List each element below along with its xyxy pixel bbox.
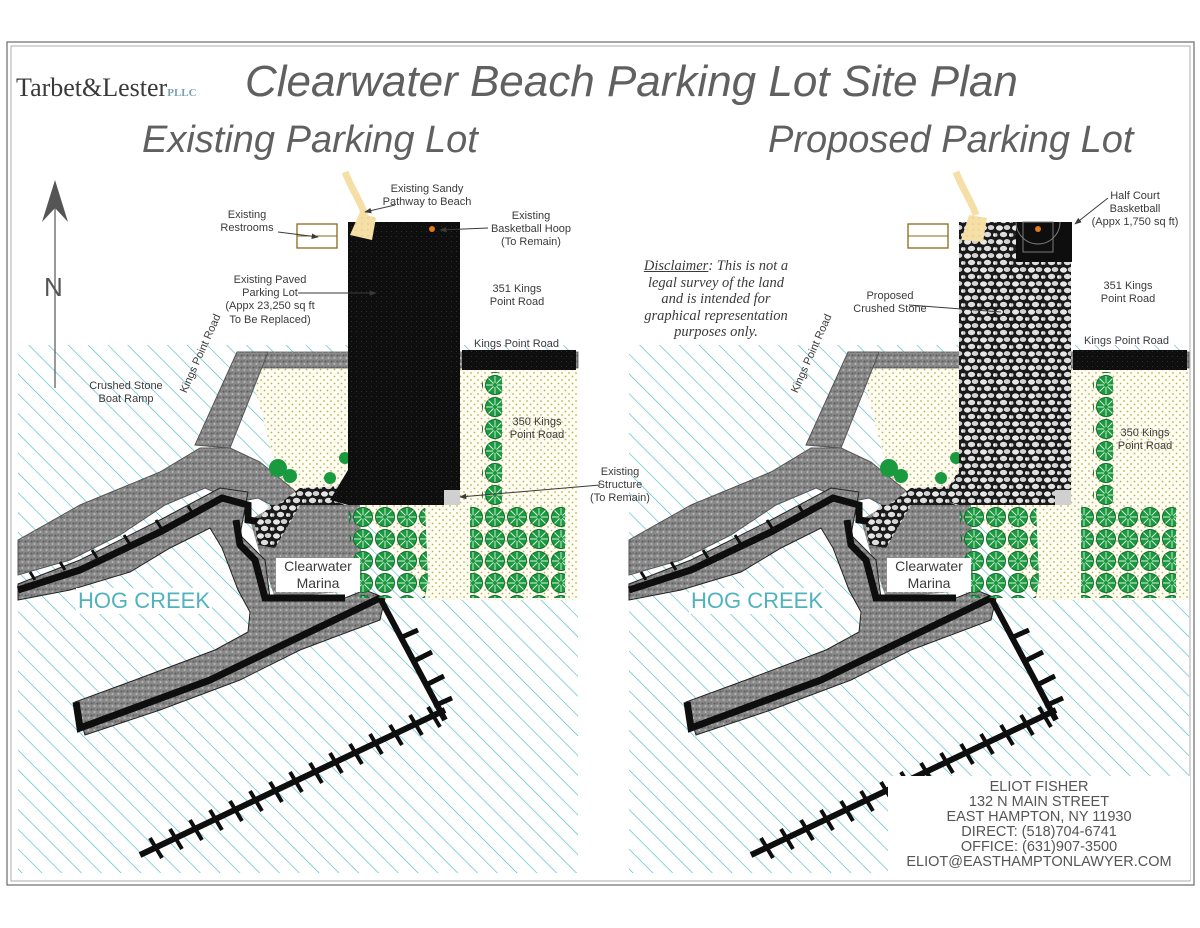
existing-heading: Existing Parking Lot xyxy=(142,119,478,161)
contact-email: ELIOT@EASTHAMPTONLAWYER.COM xyxy=(906,853,1172,870)
contact-office-phone: OFFICE: (631)907-3500 xyxy=(960,838,1118,855)
contact-city: EAST HAMPTON, NY 11930 xyxy=(946,808,1132,825)
contact-name: ELIOT FISHER xyxy=(989,779,1089,795)
boat-ramp-label: Crushed Stone Boat Ramp xyxy=(89,380,163,406)
kings-point-road-label: Kings Point Road xyxy=(474,338,559,350)
firm-logo-suffix: PLLC xyxy=(167,87,197,99)
creek-label: HOG CREEK xyxy=(76,588,213,615)
page-title: Clearwater Beach Parking Lot Site Plan xyxy=(245,57,1018,106)
proposed-kings-point-road-label: Kings Point Road xyxy=(1084,335,1169,347)
sheet-border xyxy=(6,41,1195,886)
structure-leader xyxy=(459,484,601,500)
half-court-label: Half Court Basketball (Appx 1,750 sq ft) xyxy=(1091,190,1179,229)
firm-logo: Tarbet&LesterPLLC xyxy=(16,72,197,103)
sheet-inner-border xyxy=(10,45,1191,882)
marina-label: Clearwater Marina xyxy=(276,558,360,592)
existing-lot-entrance xyxy=(330,470,460,505)
existing-structure-shape xyxy=(444,490,460,505)
sandy-path-leader xyxy=(364,204,396,214)
proposed-crushed-stone-label: Proposed Crushed Stone xyxy=(853,290,927,316)
contact-direct-phone: DIRECT: (518)704-6741 xyxy=(961,823,1117,840)
existing-sand-pile xyxy=(350,212,376,240)
proposed-address-351-label: 351 Kings Point Road xyxy=(1100,280,1156,306)
proposed-creek-label: HOG CREEK xyxy=(689,588,826,615)
disclaimer: Disclaimer: This is not a legal survey o… xyxy=(618,258,814,341)
existing-sandy-pathway xyxy=(341,170,369,217)
address-350-label: 350 Kings Point Road xyxy=(509,416,565,442)
proposed-half-court xyxy=(1016,222,1072,262)
court-leader xyxy=(1074,197,1109,225)
north-arrow-icon xyxy=(42,180,68,222)
proposed-crushed-stone xyxy=(959,222,1071,504)
proposed-marina-label: Clearwater Marina xyxy=(887,558,971,592)
paved-lot-label: Existing Paved Parking Lot (Appx 23,250 … xyxy=(225,274,315,326)
north-label: N xyxy=(44,272,63,302)
existing-paved-lot xyxy=(348,222,460,504)
address-351-label: 351 Kings Point Road xyxy=(489,283,545,309)
contact-street: 132 N MAIN STREET xyxy=(968,793,1110,810)
disclaimer-text: : This is not a legal survey of the land… xyxy=(644,258,789,341)
proposed-address-350-label: 350 Kings Point Road xyxy=(1117,427,1173,453)
structure-label: Existing Structure (To Remain) xyxy=(590,466,650,505)
restrooms-label: Existing Restrooms xyxy=(220,209,274,235)
disclaimer-label: Disclaimer xyxy=(643,258,709,274)
firm-logo-text: Tarbet&Lester xyxy=(16,73,168,102)
crushed-stone-leader xyxy=(908,304,1002,313)
proposed-hoop-marker xyxy=(1035,226,1041,232)
basketball-hoop-label: Existing Basketball Hoop (To Remain) xyxy=(490,210,572,249)
proposed-heading: Proposed Parking Lot xyxy=(768,119,1134,161)
contact-block: ELIOT FISHER 132 N MAIN STREET EAST HAMP… xyxy=(888,776,1190,880)
hoop-leader xyxy=(439,226,489,233)
sandy-pathway-label: Existing Sandy Pathway to Beach xyxy=(382,183,472,209)
proposed-plan xyxy=(629,170,1189,873)
existing-hoop-marker xyxy=(429,226,435,232)
existing-plan xyxy=(18,170,601,873)
restrooms-leader xyxy=(277,231,319,239)
